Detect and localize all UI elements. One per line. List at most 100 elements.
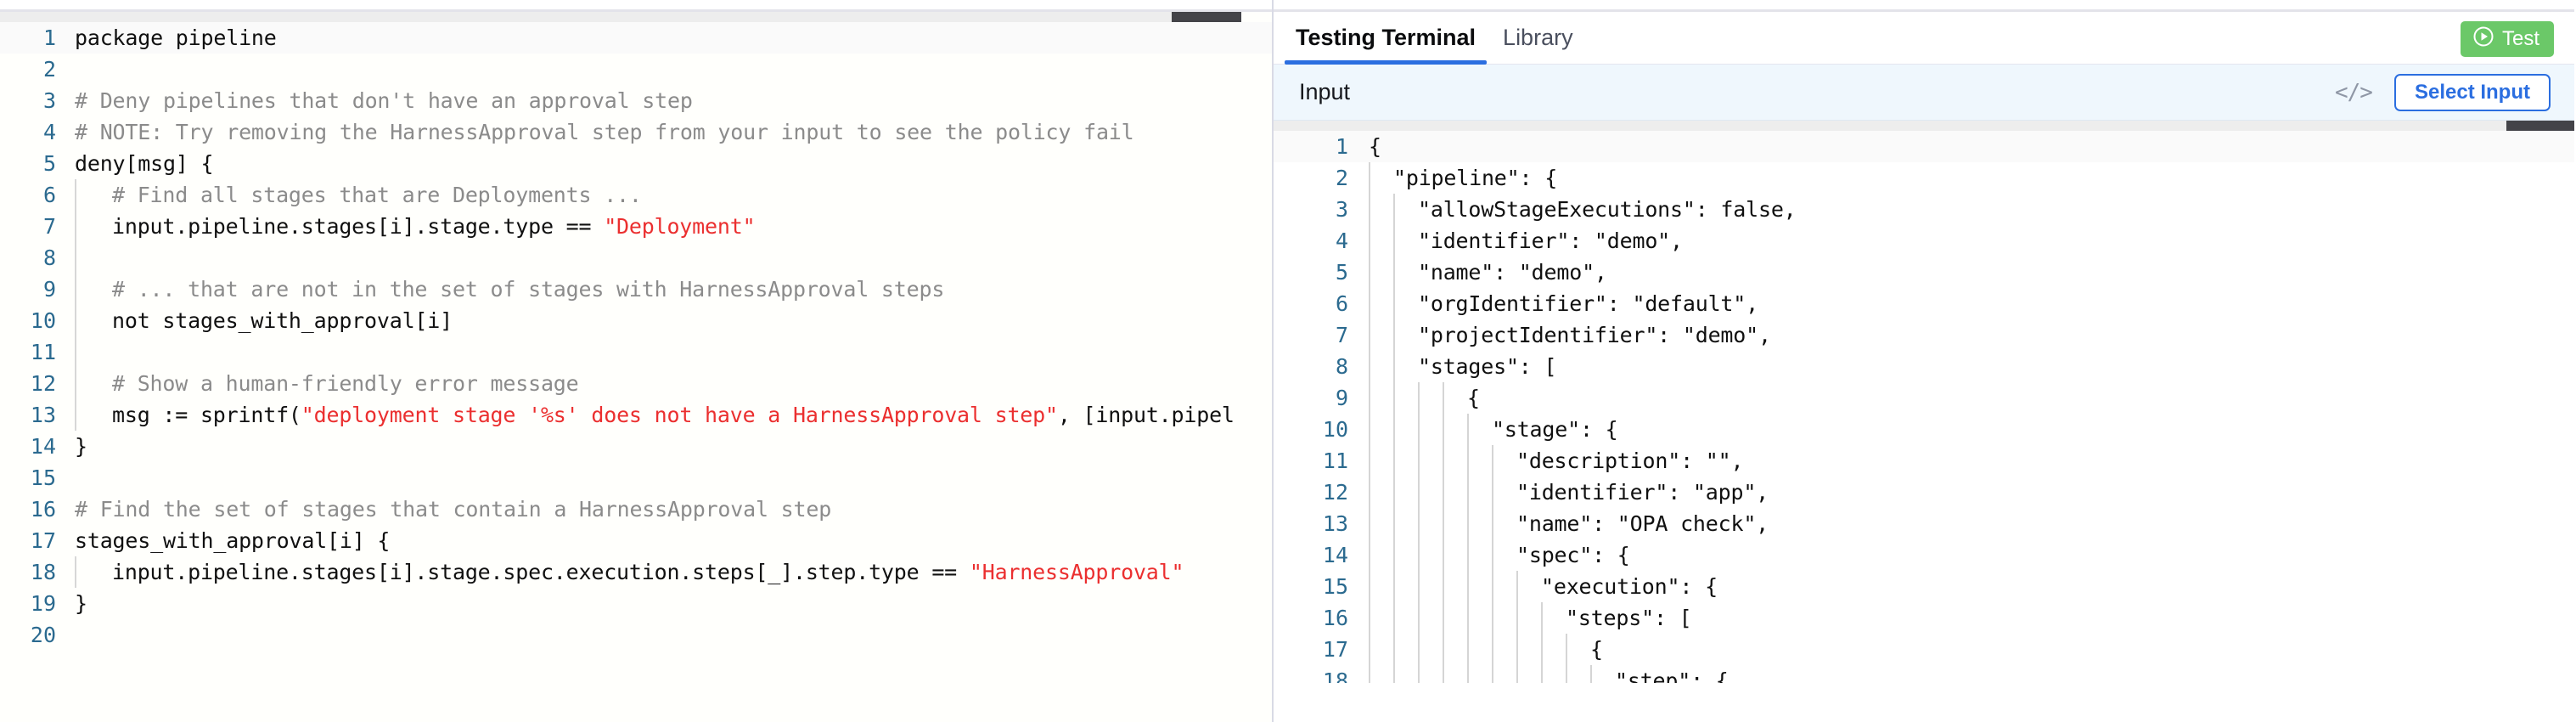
tab-testing-terminal-label: Testing Terminal (1296, 25, 1476, 50)
json-line-number: 1 (1335, 134, 1348, 159)
indent-guide (1443, 602, 1444, 634)
line-number: 2 (42, 57, 56, 82)
indent-guide (1418, 571, 1420, 602)
indent-guide (1369, 382, 1370, 414)
indent-guide (1393, 665, 1395, 683)
code-line: 6# Find all stages that are Deployments … (0, 179, 1272, 211)
editor-top-strip (0, 0, 1272, 12)
indent-guide (1516, 665, 1518, 683)
indent-guide (1443, 539, 1444, 571)
json-line: 11"description": "", (1274, 445, 2574, 477)
test-button-label: Test (2501, 27, 2539, 50)
code-line-text: } (75, 434, 87, 459)
json-line-number: 12 (1322, 480, 1348, 505)
indent-guide (1369, 539, 1370, 571)
indent-guide (1566, 665, 1567, 683)
indent-guide (75, 211, 76, 242)
line-number: 10 (30, 308, 56, 333)
json-line: 8"stages": [ (1274, 351, 2574, 382)
json-line: 15"execution": { (1274, 571, 2574, 602)
indent-guide (1393, 319, 1395, 351)
json-line-text: "allowStageExecutions": false, (1369, 194, 2574, 225)
code-line-text: # ... that are not in the set of stages … (75, 274, 1272, 305)
indent-guide (1467, 539, 1469, 571)
json-line-text: "spec": { (1369, 539, 2574, 571)
input-section-title: Input (1299, 79, 1351, 104)
indent-guide (1443, 382, 1444, 414)
json-line-text: { (1369, 382, 2574, 414)
select-input-button[interactable]: Select Input (2393, 73, 2551, 111)
indent-guide (1393, 414, 1395, 445)
indent-guide (1467, 665, 1469, 683)
indent-guide (1443, 445, 1444, 477)
code-line-text: # Find the set of stages that contain a … (75, 497, 832, 522)
indent-guide (1467, 477, 1469, 508)
indent-guide (1369, 194, 1370, 225)
json-line: 10"stage": { (1274, 414, 2574, 445)
indent-guide (1492, 508, 1493, 539)
code-view-toggle-icon[interactable]: </> (2335, 79, 2373, 105)
indent-guide (1492, 571, 1493, 602)
json-line-text: "stages": [ (1369, 351, 2574, 382)
code-line-text: # Find all stages that are Deployments .… (75, 179, 1272, 211)
indent-guide (1467, 414, 1469, 445)
line-number: 20 (30, 623, 56, 647)
code-line: 15 (0, 462, 1272, 494)
tab-library[interactable]: Library (1489, 12, 1587, 65)
indent-guide (1393, 634, 1395, 665)
rego-editor-horizontal-scrollbar-thumb[interactable] (1172, 12, 1241, 22)
json-line: 12"identifier": "app", (1274, 477, 2574, 508)
tab-testing-terminal[interactable]: Testing Terminal (1282, 12, 1489, 65)
code-line-text: # NOTE: Try removing the HarnessApproval… (75, 120, 1134, 144)
json-line-number: 2 (1335, 166, 1348, 190)
json-input-surface[interactable]: 1{2"pipeline": {3"allowStageExecutions":… (1274, 131, 2574, 683)
indent-guide (1590, 665, 1592, 683)
indent-guide (1418, 634, 1420, 665)
code-line-text: stages_with_approval[i] { (75, 528, 391, 553)
right-pane-top-strip (1274, 0, 2574, 12)
indent-guide (1393, 571, 1395, 602)
json-editor-horizontal-scrollbar-track[interactable] (1274, 121, 2574, 131)
indent-guide (1369, 162, 1370, 194)
json-line-number: 11 (1322, 448, 1348, 473)
code-line: 19} (0, 588, 1272, 619)
indent-guide (75, 179, 76, 211)
indent-guide (1467, 508, 1469, 539)
indent-guide (1369, 477, 1370, 508)
line-number: 18 (30, 560, 56, 584)
json-line-text: "execution": { (1369, 571, 2574, 602)
json-editor-scrollbar[interactable] (1274, 121, 2574, 131)
code-line: 2 (0, 54, 1272, 85)
line-number: 15 (30, 465, 56, 490)
code-line-text: input.pipeline.stages[i].stage.type == "… (75, 211, 1272, 242)
indent-guide (75, 274, 76, 305)
indent-guide (1369, 288, 1370, 319)
tab-library-label: Library (1503, 25, 1573, 50)
indent-guide (1393, 225, 1395, 257)
json-editor-horizontal-scrollbar-thumb[interactable] (2506, 121, 2574, 131)
indent-guide (1443, 571, 1444, 602)
indent-guide (1418, 508, 1420, 539)
indent-guide (75, 336, 76, 368)
test-button[interactable]: Test (2460, 21, 2554, 57)
rego-editor-horizontal-scrollbar-track[interactable] (0, 12, 1240, 22)
line-number: 13 (30, 403, 56, 427)
json-line-number: 14 (1322, 543, 1348, 567)
indent-guide (1492, 665, 1493, 683)
json-line: 5"name": "demo", (1274, 257, 2574, 288)
code-line-text: package pipeline (75, 25, 277, 50)
indent-guide (1443, 477, 1444, 508)
json-line-number: 10 (1322, 417, 1348, 442)
indent-guide (1393, 539, 1395, 571)
indent-guide (1418, 445, 1420, 477)
json-line-number: 13 (1322, 511, 1348, 536)
code-line: 7 input.pipeline.stages[i].stage.type == … (0, 211, 1272, 242)
line-number: 7 (42, 214, 56, 239)
json-line-number: 17 (1322, 637, 1348, 662)
code-line: 8 (0, 242, 1272, 274)
testing-pane: Testing Terminal Library Test Input </> … (1274, 0, 2574, 722)
line-number: 12 (30, 371, 56, 396)
